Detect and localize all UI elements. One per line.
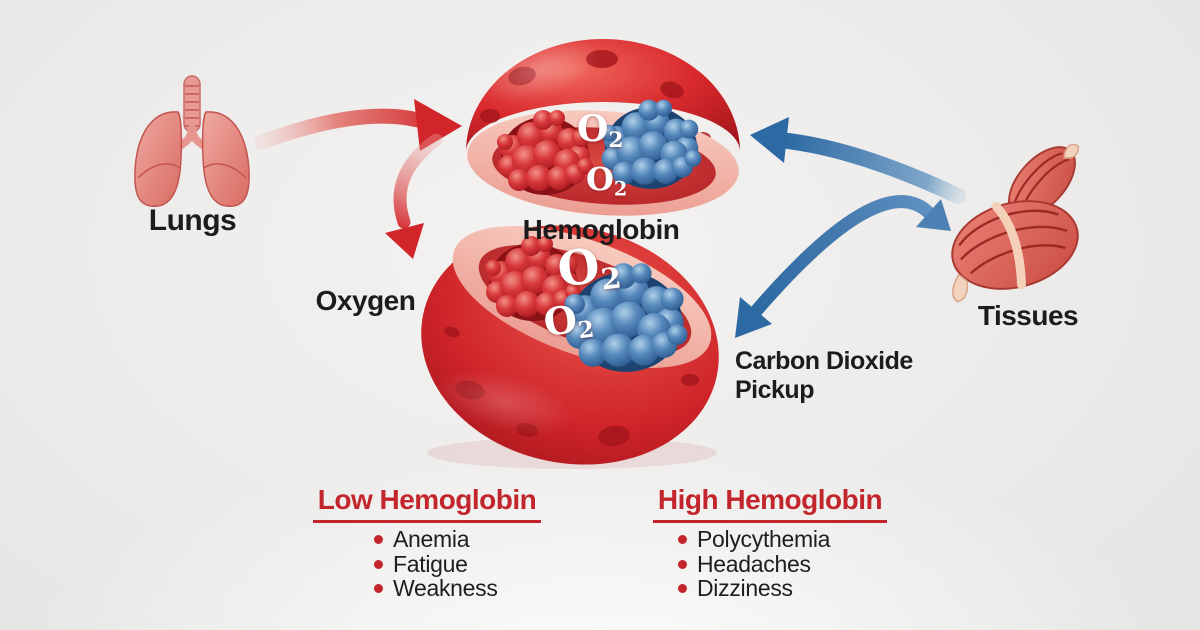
bullet-dot-icon bbox=[678, 559, 687, 569]
low-hemoglobin-items: Anemia Fatigue Weakness bbox=[374, 526, 556, 601]
low-hemoglobin-title: Low Hemoglobin bbox=[312, 484, 542, 523]
bullet-dot-icon bbox=[374, 584, 383, 594]
molecule-clusters bbox=[485, 99, 702, 372]
list-item-label: Weakness bbox=[393, 575, 498, 601]
co2-molecule-cluster bbox=[564, 263, 688, 372]
o2-label: O2 bbox=[577, 108, 624, 154]
list-item-label: Headaches bbox=[697, 550, 811, 577]
lungs-label: Lungs bbox=[148, 204, 237, 237]
oxygen-label: Oxygen bbox=[315, 285, 416, 316]
oxygen-molecule-cluster bbox=[497, 110, 593, 195]
bullet-dot-icon bbox=[678, 584, 687, 594]
high-hemoglobin-section: High Hemoglobin Polycythemia Headaches D… bbox=[638, 484, 902, 602]
hemoglobin-label: Hemoglobin bbox=[522, 214, 680, 245]
o2-label: O2 bbox=[541, 296, 596, 345]
o2-label: O2 bbox=[554, 237, 624, 299]
high-hemoglobin-items: Polycythemia Headaches Dizziness bbox=[678, 526, 902, 601]
list-item: Fatigue bbox=[374, 550, 556, 577]
low-hemoglobin-section: Low Hemoglobin Anemia Fatigue Weakness bbox=[298, 484, 556, 602]
list-item-label: Dizziness bbox=[697, 575, 793, 601]
lungs-illustration bbox=[134, 75, 250, 207]
list-item-label: Anemia bbox=[393, 526, 470, 552]
carbon-dioxide-line: Carbon Dioxide bbox=[735, 347, 913, 375]
list-item-label: Fatigue bbox=[393, 550, 468, 577]
tissues-label: Tissues bbox=[977, 300, 1079, 331]
list-item: Polycythemia bbox=[678, 526, 902, 552]
high-hemoglobin-title: High Hemoglobin bbox=[652, 484, 888, 523]
pickup-line: Pickup bbox=[735, 375, 814, 404]
bullet-dot-icon bbox=[678, 535, 687, 545]
muscle-tissue-illustration bbox=[951, 143, 1080, 303]
blue-arrow-tissues-to-cell bbox=[750, 117, 966, 204]
list-item: Dizziness bbox=[678, 575, 902, 601]
list-item: Headaches bbox=[678, 550, 902, 577]
o2-label: O2 bbox=[586, 160, 628, 201]
bullet-dot-icon bbox=[374, 559, 383, 569]
list-item-label: Polycythemia bbox=[697, 526, 831, 552]
blue-arrow-co2-exchange bbox=[735, 195, 951, 338]
carbon-dioxide-pickup-label: Carbon Dioxide Pickup bbox=[735, 347, 955, 405]
list-item: Anemia bbox=[374, 526, 556, 552]
co2-molecule-cluster bbox=[600, 99, 702, 189]
list-item: Weakness bbox=[374, 575, 556, 601]
red-arrow-oxygen-transfer bbox=[385, 133, 443, 259]
red-arrow-lungs-to-cell bbox=[254, 99, 462, 151]
bullet-dot-icon bbox=[374, 535, 383, 545]
oxygen-molecule-cluster bbox=[485, 236, 581, 321]
